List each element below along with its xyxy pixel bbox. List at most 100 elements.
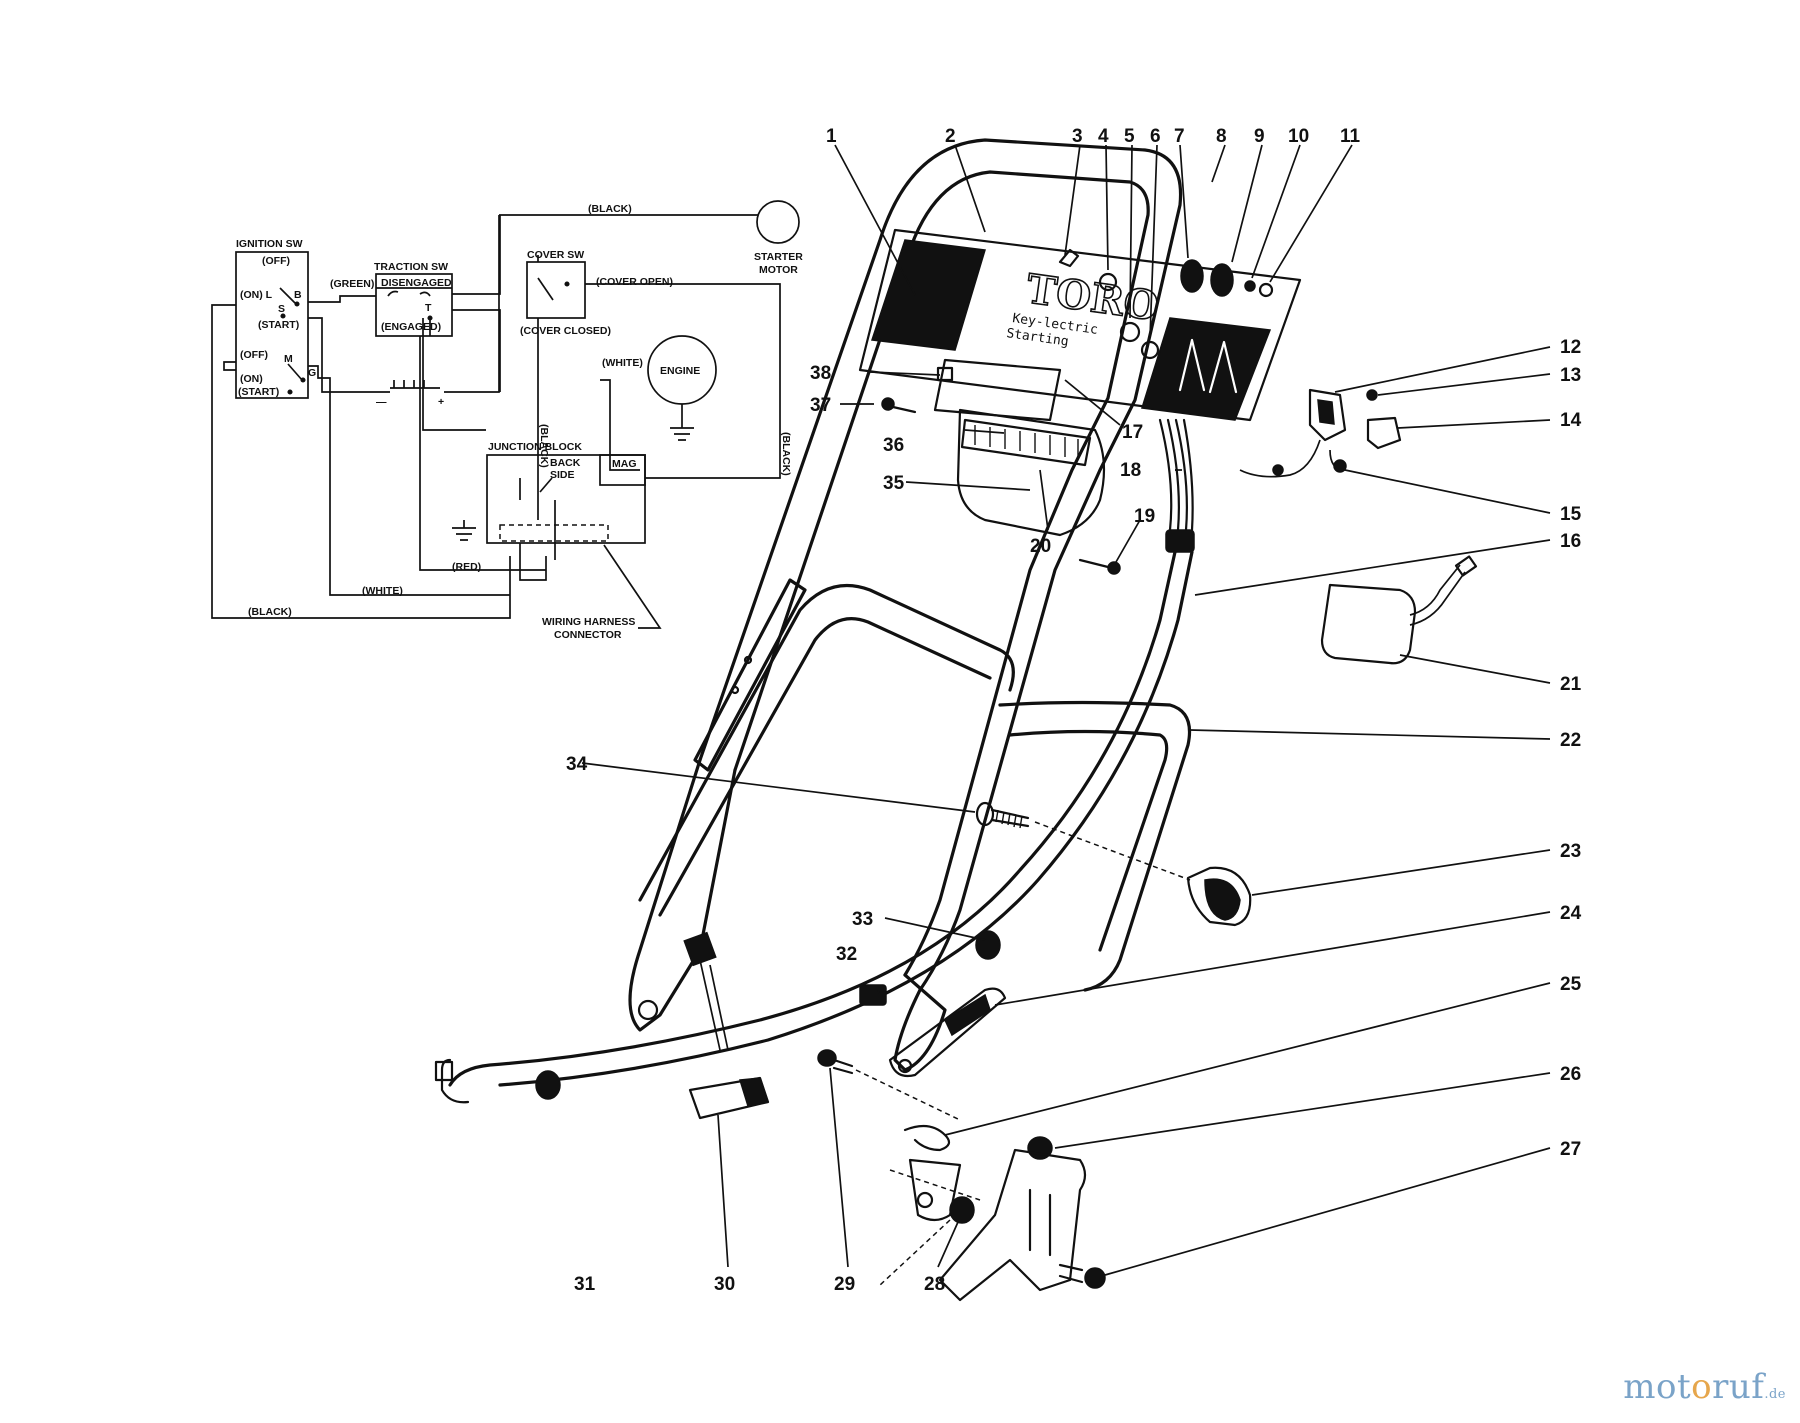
battery-symbol: [390, 380, 440, 389]
harness-connector-outline: [499, 524, 609, 542]
rivet: [743, 655, 753, 665]
handle-mount-plate: [908, 1158, 962, 1222]
starter-label: STARTER: [754, 251, 803, 263]
callout-18: 18: [1120, 460, 1141, 481]
callout-30: 30: [714, 1274, 735, 1295]
black-wire-right-label: (BLACK): [780, 432, 792, 476]
bolt-27-shaft: [1058, 1263, 1084, 1284]
callout-11: 11: [1340, 126, 1361, 147]
control-panel: [858, 228, 1302, 422]
cable-grommet-33: [975, 930, 1001, 960]
switch-6: [1140, 340, 1160, 360]
callout-16: 16: [1560, 531, 1581, 552]
knob-7: [1180, 259, 1204, 293]
terminal-dot: [294, 301, 300, 307]
screw-13: [1366, 389, 1378, 401]
knob-23: [1186, 866, 1252, 927]
callout-21: 21: [1560, 674, 1582, 695]
connector-30-end: [739, 1077, 769, 1107]
upper-handle-tube: [698, 138, 1183, 992]
knob-9: [1210, 263, 1234, 297]
switch-nut-5: [1119, 321, 1141, 343]
terminal-g-label: G: [308, 367, 316, 379]
cable-clip-32: [859, 984, 887, 1006]
black-wire-bottom-label: (BLACK): [248, 606, 292, 618]
bracket-24-pad: [944, 993, 991, 1037]
ignition-key-icon: [1058, 248, 1080, 268]
motor-label: MOTOR: [759, 264, 798, 276]
terminal-dot: [300, 377, 306, 383]
magneto-off-label: (OFF): [240, 349, 268, 361]
callout-29: 29: [834, 1274, 855, 1295]
callout-26: 26: [1560, 1064, 1581, 1085]
switch-bracket-12: [1308, 388, 1347, 442]
bracket-24: [888, 987, 1007, 1078]
wire-end-15: [1333, 459, 1347, 473]
relay-leads: [1409, 564, 1466, 626]
connector-plug-body: [434, 1060, 454, 1082]
callout-34: 34: [566, 754, 588, 775]
callout-37: 37: [810, 395, 831, 416]
callout-19: 19: [1134, 506, 1155, 527]
harness-label-1: WIRING HARNESS: [542, 616, 635, 628]
wiring-harness-18: [1158, 418, 1194, 532]
magneto-start-label: (START): [238, 386, 279, 398]
callout-38: 38: [810, 363, 831, 384]
cover-closed-label: (COVER CLOSED): [520, 325, 611, 337]
back-label: BACK: [550, 457, 581, 469]
screw-15: [1272, 464, 1284, 476]
knob-23-face: [1204, 878, 1241, 921]
terminal-s-label: S: [278, 303, 285, 315]
handle-assembly: TORO Key-lectric Starting: [434, 138, 1478, 1302]
connector-plug: [440, 1058, 470, 1104]
mag-label: MAG: [612, 458, 637, 470]
switch-leads: [1239, 439, 1346, 478]
handle-left-end: [628, 758, 737, 1032]
rivet: [730, 685, 740, 695]
ignition-start-label: (START): [258, 319, 299, 331]
cable-grommet-31: [535, 1070, 561, 1100]
callout-10: 10: [1288, 126, 1309, 147]
junction-block-35: [956, 408, 1106, 537]
callout-33: 33: [852, 909, 873, 930]
battery-plus-label: +: [438, 396, 444, 408]
ignition-off-label: (OFF): [262, 255, 290, 267]
bolt-threads: [995, 809, 1023, 829]
screw-19-head: [1107, 561, 1121, 575]
callout-15: 15: [1560, 504, 1582, 525]
callout-31: 31: [574, 1274, 596, 1295]
traction-contacts: [387, 290, 431, 297]
ignition-switch-label: IGNITION SW: [236, 238, 303, 250]
relay-21: [1320, 583, 1417, 665]
mower-bracket: [938, 1148, 1087, 1302]
screw-29-axis: [855, 1069, 961, 1121]
backside-switch: [539, 477, 553, 493]
callout-3: 3: [1072, 126, 1083, 147]
leader-lines: [581, 144, 1551, 1276]
screw-29-shaft: [832, 1058, 854, 1075]
callout-14: 14: [1560, 410, 1582, 431]
bracket-24-hole: [897, 1058, 913, 1074]
leader: [581, 144, 1551, 1276]
callout-36: 36: [883, 435, 904, 456]
crossbar-22: [998, 700, 1192, 992]
lever-slots: [1178, 338, 1238, 394]
terminal-dot: [287, 389, 293, 395]
terminal-t-label: T: [425, 302, 432, 314]
callout-32: 32: [836, 944, 857, 965]
mag-terminal-box: [599, 454, 646, 486]
harness-label-2: CONNECTOR: [554, 629, 622, 641]
white-wire-engine-label: (WHITE): [602, 357, 643, 369]
side-label: SIDE: [550, 469, 575, 481]
main-cable: [448, 550, 1194, 1087]
callout-9: 9: [1254, 126, 1265, 147]
side-bracket: [693, 578, 807, 772]
cover-switch-label: COVER SW: [527, 249, 584, 261]
callout-24: 24: [1560, 903, 1582, 924]
clip-25: [903, 1124, 951, 1152]
lower-handle-tube: [638, 583, 1015, 917]
callout-1: 1: [826, 126, 837, 147]
bolt-34-head: [975, 801, 995, 827]
black-wire-top-label: (BLACK): [588, 203, 632, 215]
